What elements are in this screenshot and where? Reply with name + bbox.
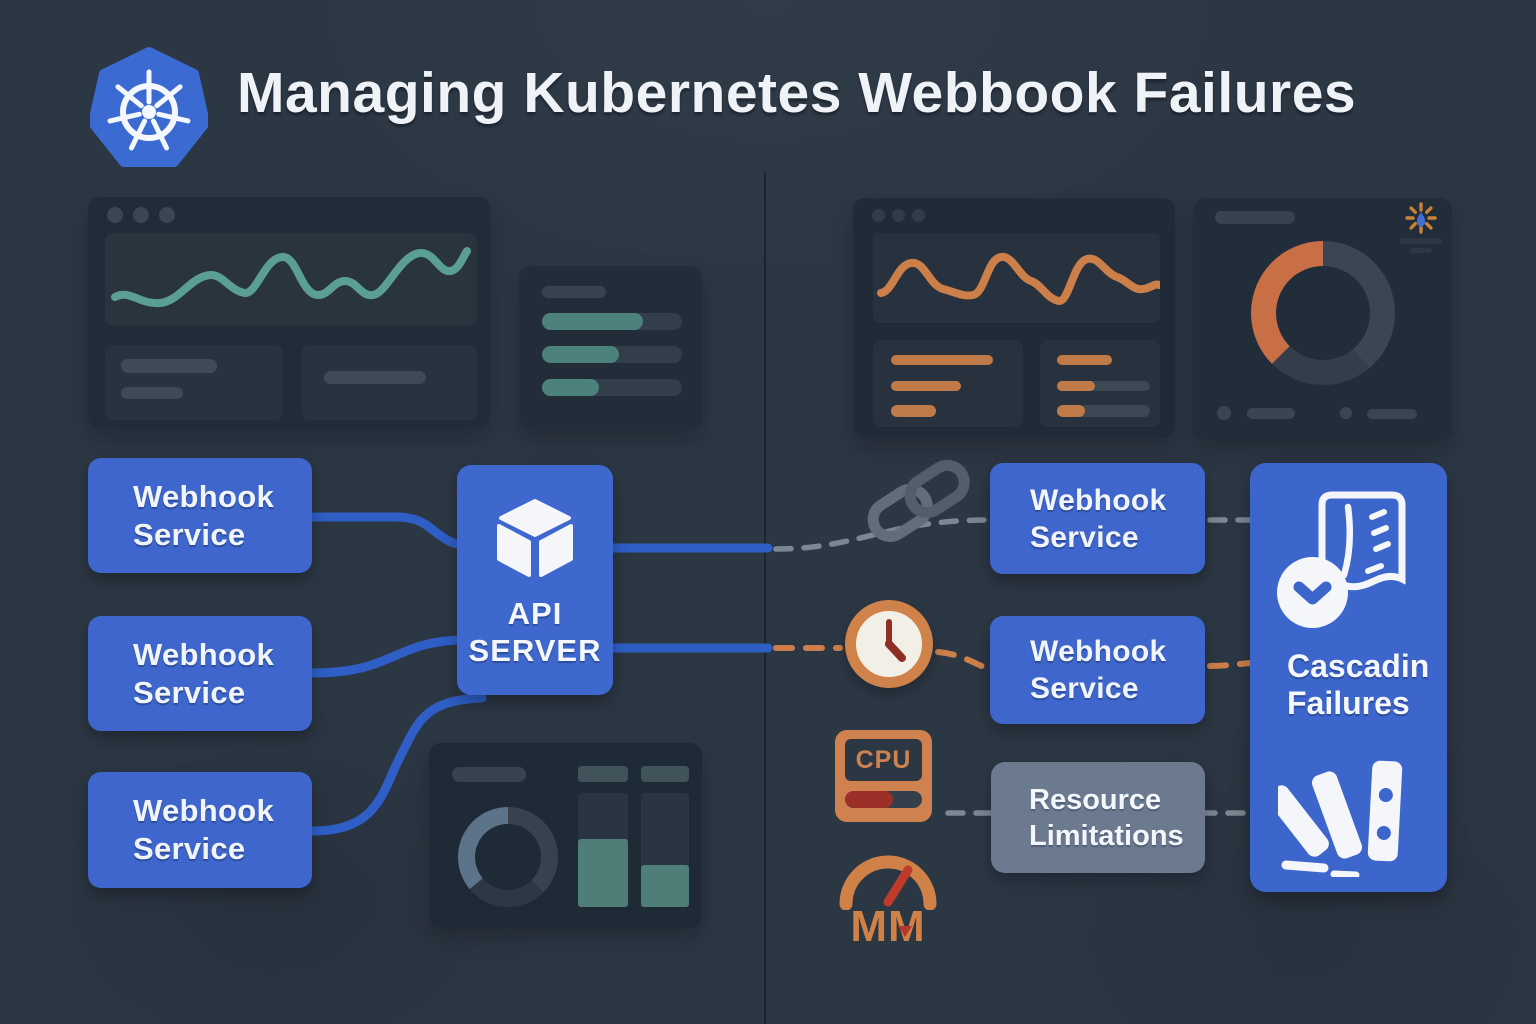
text-placeholder-pill	[891, 405, 936, 417]
donut-chart-panel	[1193, 198, 1452, 440]
text-placeholder-pill	[121, 359, 217, 373]
cube-icon	[497, 499, 573, 577]
webhook-service-label: Service	[133, 516, 246, 552]
webhook-service-node: Webhook Service	[88, 458, 312, 573]
webhook-service-label: Webhook	[1030, 635, 1167, 668]
stat-card	[873, 340, 1023, 427]
teal-line-chart-icon	[111, 247, 471, 308]
legend-dot	[1217, 406, 1231, 420]
document-checklist-icon	[1318, 491, 1406, 591]
donut-hole	[1276, 266, 1370, 360]
webhook-service-label: Service	[1030, 520, 1139, 554]
orange-line-chart	[873, 233, 1160, 323]
cascading-failures-label: Failures	[1287, 685, 1410, 721]
window-dot	[159, 207, 175, 223]
text-placeholder-pill	[324, 371, 426, 384]
window-dot	[892, 209, 905, 222]
webhook-service-node: Webhook Service	[88, 772, 312, 888]
webhook-service-node: Webhook Service	[990, 463, 1205, 574]
api-server-label: API	[507, 596, 563, 631]
text-placeholder-pill	[891, 355, 993, 365]
api-server-label: SERVER	[468, 633, 602, 668]
window-dot	[912, 209, 925, 222]
cascading-failures-label: Cascadin	[1287, 648, 1430, 684]
webhook-service-label: Webhook	[1030, 483, 1167, 517]
text-placeholder-pill	[452, 767, 526, 782]
webhook-service-node: Webhook Service	[990, 616, 1205, 724]
speedometer-gauge-icon	[839, 855, 937, 910]
text-placeholder-pill	[891, 381, 961, 391]
bar-column-fill	[578, 839, 628, 907]
window-dot	[107, 207, 123, 223]
window-dot	[872, 209, 885, 222]
gauge-pointer-icon	[898, 926, 912, 937]
text-placeholder-pill	[121, 387, 183, 399]
timeout-clock-icon	[845, 600, 933, 688]
donut-hole	[475, 824, 541, 890]
stat-card	[105, 345, 283, 420]
page-title: Managing Kubernetes Webbook Failures	[237, 61, 1357, 125]
legend-label-pill	[1367, 409, 1417, 419]
dashboard-panel-teal	[88, 197, 490, 428]
webhook-service-label: Service	[133, 831, 246, 866]
webhook-service-label: Webhook	[133, 793, 275, 828]
falling-books-icon	[1278, 760, 1403, 877]
progress-fill	[542, 313, 643, 330]
sparkle-watermark-icon	[1400, 202, 1442, 253]
api-server-node: API SERVER	[457, 465, 613, 695]
cpu-load-track	[845, 791, 922, 808]
dashboard-panel-gauge	[429, 743, 702, 928]
bar-column-fill	[641, 865, 689, 907]
resource-limitations-label: Limitations	[1029, 819, 1184, 852]
text-placeholder-pill	[1215, 211, 1295, 224]
gauge-label: MM	[850, 902, 926, 951]
stat-card	[1040, 340, 1160, 427]
teal-line-chart	[105, 233, 477, 326]
webhook-service-node: Webhook Service	[88, 616, 312, 731]
dashboard-panel-orange	[853, 198, 1175, 438]
cpu-label: CPU	[855, 745, 912, 774]
progress-fill	[1057, 405, 1085, 417]
kubernetes-logo-icon	[90, 47, 208, 167]
window-dot	[133, 207, 149, 223]
legend-dot	[1340, 407, 1352, 419]
clock-badge-icon	[1277, 557, 1348, 628]
orange-line-chart-icon	[877, 253, 1160, 305]
broken-link-icon	[867, 459, 970, 542]
cpu-screen: CPU	[845, 739, 922, 781]
progress-fill	[1057, 381, 1095, 391]
legend-label-pill	[1247, 408, 1295, 419]
bar-column-header	[578, 766, 628, 782]
stat-card	[302, 345, 477, 420]
progress-track	[1057, 381, 1150, 391]
webhook-service-label: Service	[133, 674, 246, 710]
webhook-service-label: Webhook	[133, 478, 275, 514]
resource-limitations-node: Resource Limitations	[991, 762, 1205, 873]
webhook-service-label: Webhook	[133, 636, 275, 672]
cpu-load-fill	[845, 791, 893, 808]
bar-column-header	[641, 766, 689, 782]
metrics-panel-teal	[519, 266, 702, 429]
section-divider	[764, 172, 766, 1024]
text-placeholder-pill	[542, 286, 606, 298]
cascading-failures-panel: Cascadin Failures	[1250, 463, 1447, 892]
text-placeholder-pill	[1057, 355, 1112, 365]
progress-fill	[542, 379, 599, 396]
cpu-usage-icon: CPU	[835, 730, 932, 822]
progress-fill	[542, 346, 619, 363]
webhook-service-label: Service	[1030, 672, 1139, 705]
resource-limitations-label: Resource	[1029, 783, 1162, 816]
